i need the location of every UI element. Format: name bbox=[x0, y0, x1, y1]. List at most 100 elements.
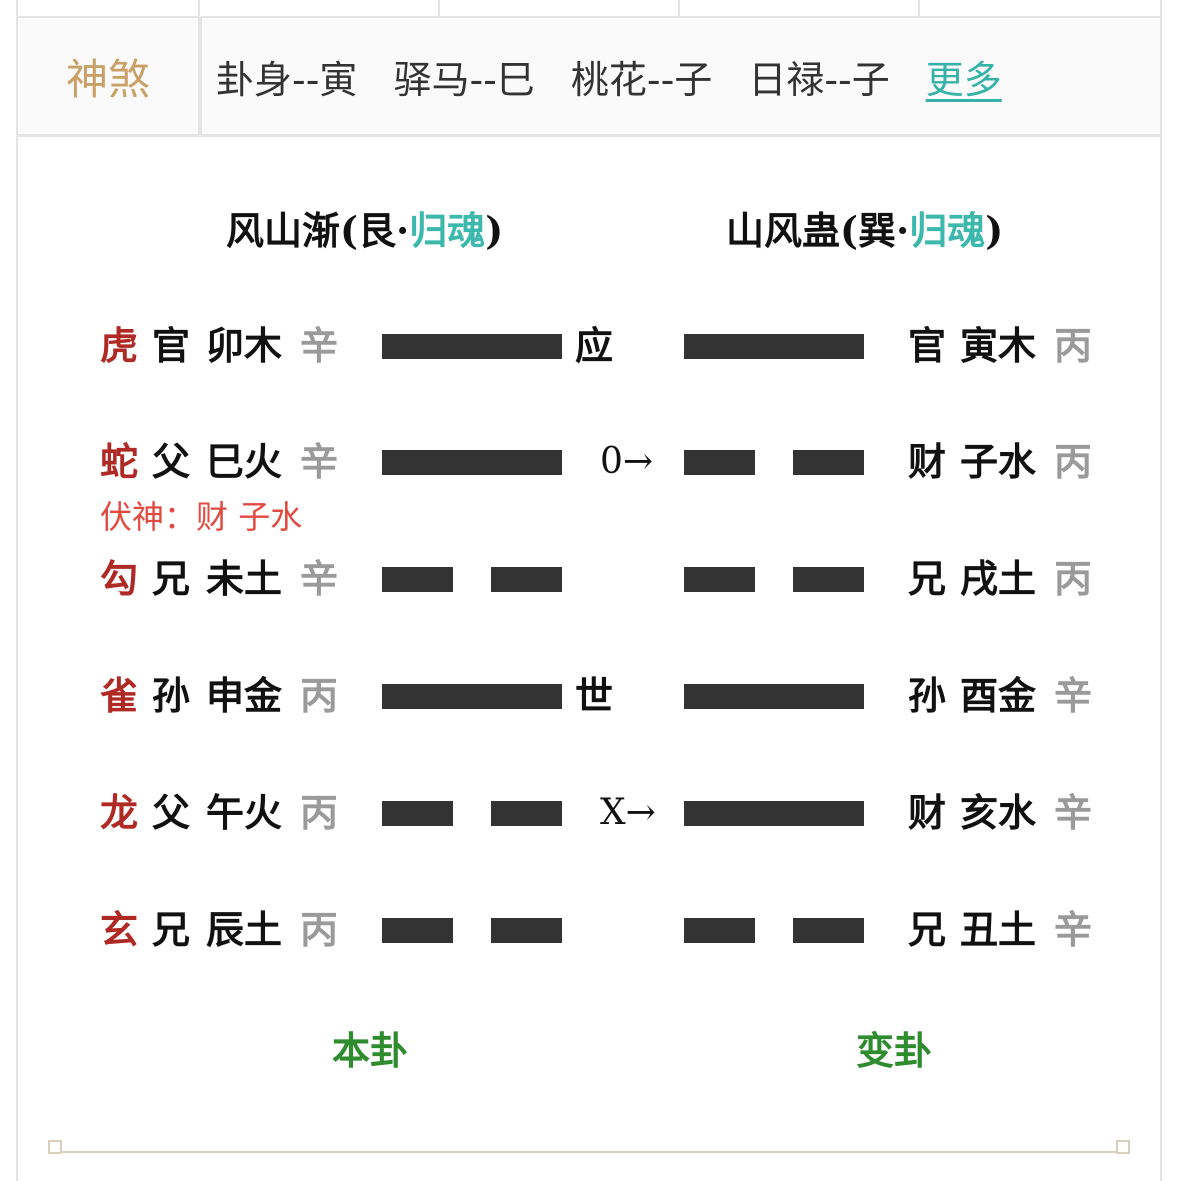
changed-yin-bar-right bbox=[793, 918, 864, 943]
original-hexagram-title: 风山渐(艮·归魂) bbox=[226, 208, 504, 253]
changed-earthly-branch: 子水 bbox=[960, 440, 1037, 484]
shensha-item: 卦身--寅 bbox=[216, 57, 358, 102]
heavenly-stem: 丙 bbox=[300, 674, 339, 718]
fushen-note: 伏神：财 子水 bbox=[100, 492, 302, 538]
heavenly-stem: 辛 bbox=[300, 557, 339, 601]
earthly-branch: 未土 bbox=[206, 557, 283, 601]
six-relation: 孙 bbox=[152, 674, 191, 718]
line-row: 勾兄未土辛兄戌土丙 bbox=[0, 549, 1179, 609]
shensha-item: 日禄--子 bbox=[748, 57, 890, 102]
six-beast: 虎 bbox=[100, 324, 139, 368]
changed-earthly-branch: 戌土 bbox=[960, 557, 1037, 601]
changed-yin-bar-right bbox=[793, 450, 864, 475]
shi-ying-marker: 应 bbox=[575, 324, 614, 368]
shensha-label: 神煞 bbox=[65, 54, 150, 104]
content-frame bbox=[16, 0, 1162, 1181]
hexagram-name: 山风蛊 bbox=[726, 208, 841, 253]
line-row: 雀孙申金丙世孙酉金辛 bbox=[0, 666, 1179, 726]
earthly-branch: 辰土 bbox=[206, 908, 283, 952]
changed-earthly-branch: 酉金 bbox=[960, 674, 1037, 718]
changed-yin-bar-left bbox=[684, 450, 755, 475]
line-row: 龙父午火丙 X→ 财亥水辛 bbox=[0, 783, 1179, 843]
changed-yin-bar-right bbox=[793, 567, 864, 592]
line-row: 蛇父巳火辛 0→ 财子水丙 bbox=[0, 432, 1179, 492]
fushen-label: 伏神： bbox=[100, 498, 197, 536]
six-relation: 父 bbox=[152, 440, 191, 484]
divider bbox=[198, 18, 202, 134]
fushen-relation: 财 bbox=[196, 498, 229, 536]
changed-earthly-branch: 寅木 bbox=[960, 324, 1037, 368]
hexagram-kind: 归魂 bbox=[409, 208, 486, 253]
six-relation: 兄 bbox=[152, 557, 191, 601]
changed-yin-bar-left bbox=[684, 567, 755, 592]
changed-heavenly-stem: 丙 bbox=[1054, 557, 1093, 601]
original-yang-bar bbox=[382, 450, 562, 475]
earthly-branch: 午火 bbox=[206, 791, 283, 835]
changed-heavenly-stem: 辛 bbox=[1054, 674, 1093, 718]
original-yin-bar-left bbox=[382, 918, 453, 943]
earthly-branch: 申金 bbox=[206, 674, 283, 718]
six-relation: 父 bbox=[152, 791, 191, 835]
decorative-corner bbox=[48, 1140, 62, 1154]
original-yang-bar bbox=[382, 334, 562, 359]
six-beast: 雀 bbox=[100, 674, 139, 718]
changed-yang-bar bbox=[684, 801, 864, 826]
hexagram-palace: 巽 bbox=[858, 208, 897, 253]
decorative-border bbox=[62, 1151, 1118, 1153]
changed-yin-bar-left bbox=[684, 918, 755, 943]
changed-earthly-branch: 丑土 bbox=[960, 908, 1037, 952]
changed-six-relation: 官 bbox=[908, 324, 947, 368]
table-top-strip bbox=[16, 0, 1162, 16]
changed-six-relation: 兄 bbox=[908, 908, 947, 952]
six-beast: 玄 bbox=[100, 908, 139, 952]
changed-six-relation: 财 bbox=[908, 791, 947, 835]
changed-six-relation: 兄 bbox=[908, 557, 947, 601]
changed-heavenly-stem: 丙 bbox=[1054, 324, 1093, 368]
heavenly-stem: 辛 bbox=[300, 440, 339, 484]
original-yin-bar-right bbox=[491, 918, 562, 943]
shensha-item: 桃花--子 bbox=[570, 57, 713, 102]
changed-six-relation: 孙 bbox=[908, 674, 947, 718]
moving-line-marker: 0→ bbox=[600, 441, 654, 482]
six-relation: 兄 bbox=[152, 908, 191, 952]
shensha-list: 卦身--寅 驿马--巳 桃花--子 日禄--子 更多 bbox=[216, 18, 1002, 134]
changed-heavenly-stem: 丙 bbox=[1054, 440, 1093, 484]
changed-heavenly-stem: 辛 bbox=[1054, 908, 1093, 952]
original-yin-bar-right bbox=[491, 801, 562, 826]
original-yin-bar-left bbox=[382, 567, 453, 592]
hexagram-kind: 归魂 bbox=[909, 208, 986, 253]
heavenly-stem: 丙 bbox=[300, 791, 339, 835]
original-yin-bar-right bbox=[491, 567, 562, 592]
shi-ying-marker: 世 bbox=[575, 674, 614, 718]
changed-yang-bar bbox=[684, 684, 864, 709]
changed-hexagram-title: 山风蛊(巽·归魂) bbox=[726, 208, 1004, 253]
six-beast: 勾 bbox=[100, 557, 139, 601]
original-yang-bar bbox=[382, 684, 562, 709]
six-beast: 蛇 bbox=[100, 440, 139, 484]
hexagram-name: 风山渐 bbox=[226, 208, 341, 253]
changed-hexagram-label: 变卦 bbox=[856, 1029, 933, 1073]
decorative-corner bbox=[1116, 1140, 1130, 1154]
shensha-item: 驿马--巳 bbox=[393, 57, 535, 102]
shensha-row: 神煞 卦身--寅 驿马--巳 桃花--子 日禄--子 更多 bbox=[18, 18, 1160, 134]
more-link[interactable]: 更多 bbox=[925, 57, 1002, 102]
changed-yang-bar bbox=[684, 334, 864, 359]
heavenly-stem: 丙 bbox=[300, 908, 339, 952]
six-beast: 龙 bbox=[100, 791, 139, 835]
original-hexagram-label: 本卦 bbox=[332, 1029, 409, 1073]
line-row: 虎官卯木辛应官寅木丙 bbox=[0, 316, 1179, 376]
original-yin-bar-left bbox=[382, 801, 453, 826]
divider bbox=[16, 16, 1162, 18]
moving-line-marker: X→ bbox=[600, 792, 656, 833]
changed-earthly-branch: 亥水 bbox=[960, 791, 1037, 835]
earthly-branch: 卯木 bbox=[206, 324, 283, 368]
changed-heavenly-stem: 辛 bbox=[1054, 791, 1093, 835]
divider bbox=[16, 134, 1162, 137]
hexagram-palace: 艮 bbox=[358, 208, 397, 253]
six-relation: 官 bbox=[152, 324, 191, 368]
line-row: 玄兄辰土丙兄丑土辛 bbox=[0, 900, 1179, 960]
earthly-branch: 巳火 bbox=[206, 440, 283, 484]
changed-six-relation: 财 bbox=[908, 440, 947, 484]
fushen-branch: 子水 bbox=[238, 498, 303, 536]
heavenly-stem: 辛 bbox=[300, 324, 339, 368]
